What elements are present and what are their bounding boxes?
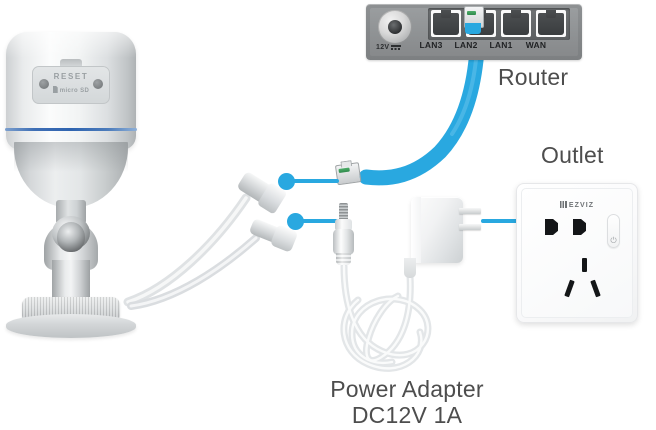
camera-plate-screw-left bbox=[39, 79, 49, 89]
router-port-wan[interactable] bbox=[536, 10, 566, 37]
router-port-label-lan3: LAN3 bbox=[419, 40, 443, 50]
dc-plug-tip bbox=[339, 203, 348, 221]
router-port-lan3[interactable] bbox=[431, 10, 461, 37]
ethernet-plug-rj45 bbox=[334, 158, 371, 186]
ezviz-mark-icon bbox=[559, 201, 567, 208]
router-power-jack-pin bbox=[388, 20, 402, 34]
router-label: Router bbox=[498, 64, 569, 90]
camera-sd-slot bbox=[60, 59, 82, 67]
power-adapter-prong-top bbox=[459, 208, 481, 214]
router-port-label-lan2: LAN2 bbox=[454, 40, 478, 50]
power-adapter-label-line1: Power Adapter bbox=[330, 376, 484, 402]
outlet-live-pin-slot[interactable] bbox=[564, 279, 575, 298]
outlet-brand-text: EZVIZ bbox=[568, 202, 595, 209]
camera-trim-ring bbox=[5, 128, 137, 131]
camera-mount-base bbox=[6, 314, 136, 338]
router-power-label: 12V bbox=[376, 44, 416, 51]
camera-reset-plate: RESET micro SD bbox=[32, 66, 110, 104]
outlet-label: Outlet bbox=[541, 142, 604, 168]
power-adapter-label: Power Adapter DC12V 1A bbox=[314, 376, 500, 429]
camera-plate-screw-right bbox=[93, 79, 103, 89]
dc-plug-collar bbox=[335, 219, 352, 231]
router-port-bank bbox=[428, 8, 570, 40]
wall-outlet: EZVIZ ⏻ bbox=[516, 183, 638, 323]
camera-lens-hood-shade bbox=[14, 142, 128, 172]
outlet-ground-pin-slot[interactable] bbox=[582, 258, 587, 272]
connection-dot-ethernet bbox=[278, 173, 295, 190]
outlet-socket-slot-left[interactable] bbox=[545, 219, 558, 235]
router-port-lan1[interactable] bbox=[501, 10, 531, 37]
router-power-voltage: 12V bbox=[376, 44, 390, 51]
outlet-faceplate: EZVIZ ⏻ bbox=[521, 188, 633, 318]
sd-card-icon bbox=[52, 86, 58, 93]
leader-line-adapter-outlet bbox=[481, 219, 543, 223]
dc-symbol-icon bbox=[391, 45, 402, 50]
outlet-neutral-pin-slot[interactable] bbox=[590, 279, 601, 298]
power-adapter-prong-bottom bbox=[459, 224, 481, 230]
camera-body-highlight bbox=[6, 32, 136, 58]
router-port-label-wan: WAN bbox=[525, 40, 547, 50]
router-power-jack bbox=[378, 10, 412, 44]
camera-reset-label: RESET bbox=[53, 72, 89, 81]
ip-camera: RESET micro SD bbox=[0, 10, 160, 340]
power-adapter-dc-plug bbox=[331, 203, 357, 265]
outlet-power-switch[interactable]: ⏻ bbox=[607, 214, 620, 248]
dc-plug-barrel bbox=[333, 229, 354, 255]
connection-dot-camera-power bbox=[287, 213, 304, 230]
router-port-label-lan1: LAN1 bbox=[489, 40, 513, 50]
power-adapter-prongs bbox=[459, 206, 481, 236]
camera-microsd-label: micro SD bbox=[32, 86, 110, 94]
power-adapter-label-line2: DC12V 1A bbox=[351, 402, 463, 429]
power-symbol-icon: ⏻ bbox=[610, 236, 617, 245]
camera-mount-stem bbox=[52, 260, 90, 304]
leader-line-camera-power bbox=[298, 219, 338, 223]
outlet-socket-slot-right[interactable] bbox=[573, 219, 586, 235]
leader-line-ethernet bbox=[289, 179, 339, 183]
ethernet-plug-in-router bbox=[464, 6, 484, 34]
power-adapter-strain-relief bbox=[404, 258, 416, 278]
camera-ball-joint-socket bbox=[57, 222, 85, 252]
power-adapter-body bbox=[411, 197, 463, 263]
dc-plug-grip bbox=[336, 253, 351, 265]
power-adapter-body-edge bbox=[411, 197, 421, 263]
outlet-brand-logo: EZVIZ bbox=[521, 201, 633, 209]
